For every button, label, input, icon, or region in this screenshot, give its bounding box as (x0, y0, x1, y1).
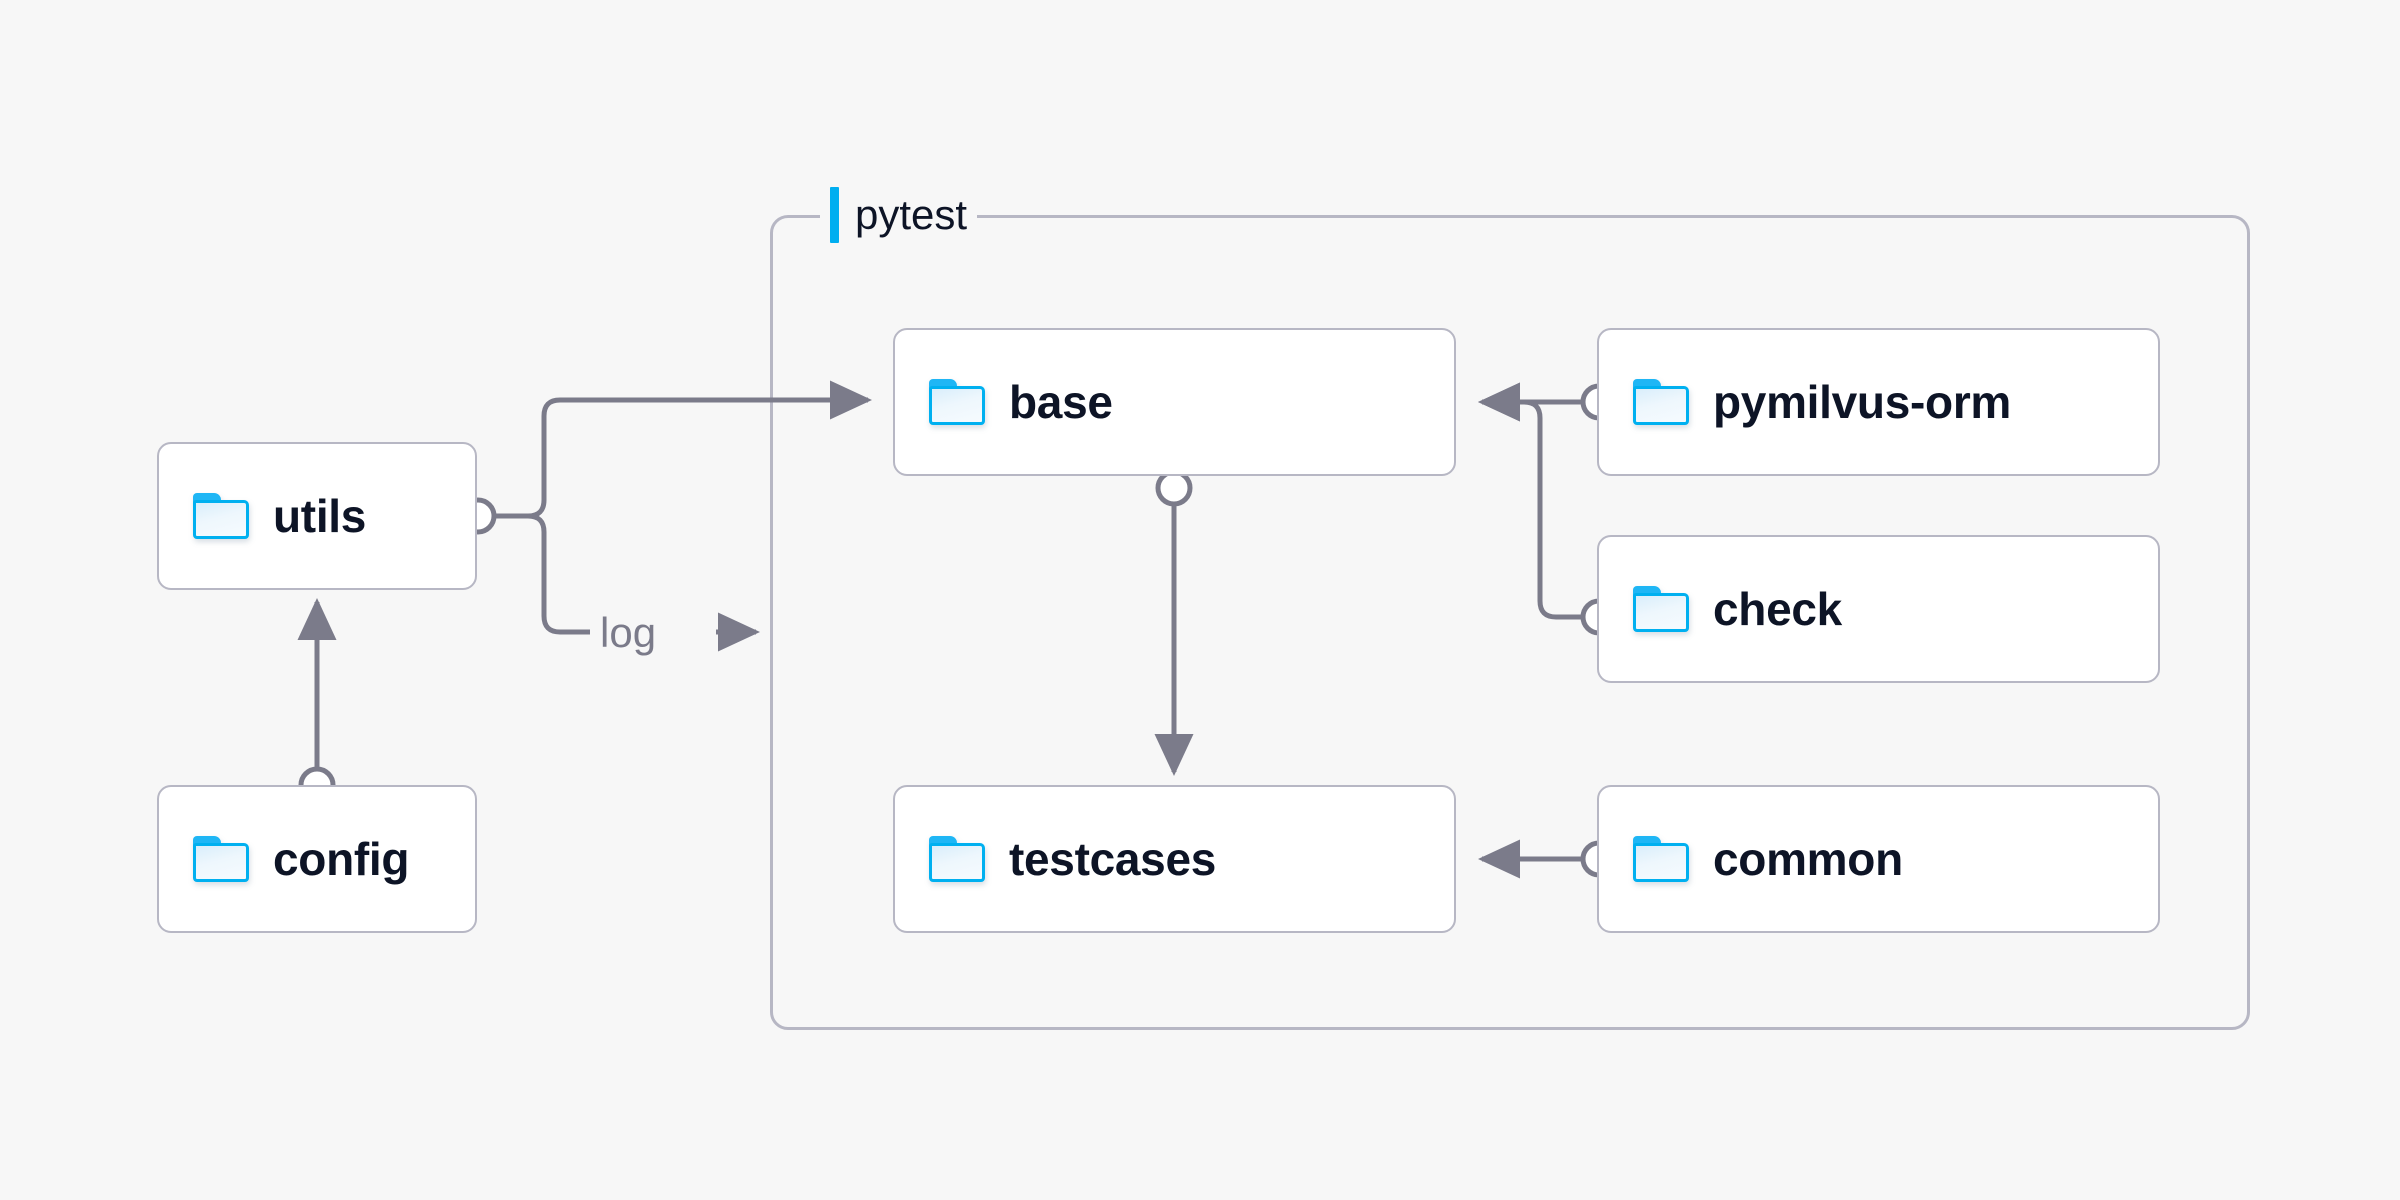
node-utils[interactable]: utils (157, 442, 477, 590)
folder-icon (193, 836, 249, 882)
node-pymilvus-orm[interactable]: pymilvus-orm (1597, 328, 2160, 476)
node-label-config: config (273, 833, 410, 885)
node-label-testcases: testcases (1009, 833, 1217, 885)
node-label-check: check (1713, 583, 1842, 635)
accent-bar-icon (830, 187, 839, 243)
node-base[interactable]: base (893, 328, 1456, 476)
folder-icon (1633, 836, 1689, 882)
node-label-common: common (1713, 833, 1903, 885)
folder-icon (929, 379, 985, 425)
node-label-pymilvus-orm: pymilvus-orm (1713, 376, 2012, 428)
edge-check-to-base (1477, 382, 1583, 620)
edge-utils-to-log (496, 513, 590, 635)
folder-icon (1633, 379, 1689, 425)
edge-label-log: log (600, 609, 657, 656)
node-label-base: base (1009, 376, 1113, 428)
pytest-group-label-text: pytest (855, 191, 968, 238)
port-base-bottom[interactable] (1155, 469, 1193, 507)
folder-icon (1633, 586, 1689, 632)
node-check[interactable]: check (1597, 535, 2160, 683)
node-label-utils: utils (273, 490, 367, 542)
node-config[interactable]: config (157, 785, 477, 933)
edge-utils-to-base (496, 380, 873, 519)
node-common[interactable]: common (1597, 785, 2160, 933)
folder-icon (929, 836, 985, 882)
pytest-group-label: pytest (820, 187, 978, 243)
pytest-group-container (770, 215, 2250, 1030)
node-testcases[interactable]: testcases (893, 785, 1456, 933)
folder-icon (193, 493, 249, 539)
